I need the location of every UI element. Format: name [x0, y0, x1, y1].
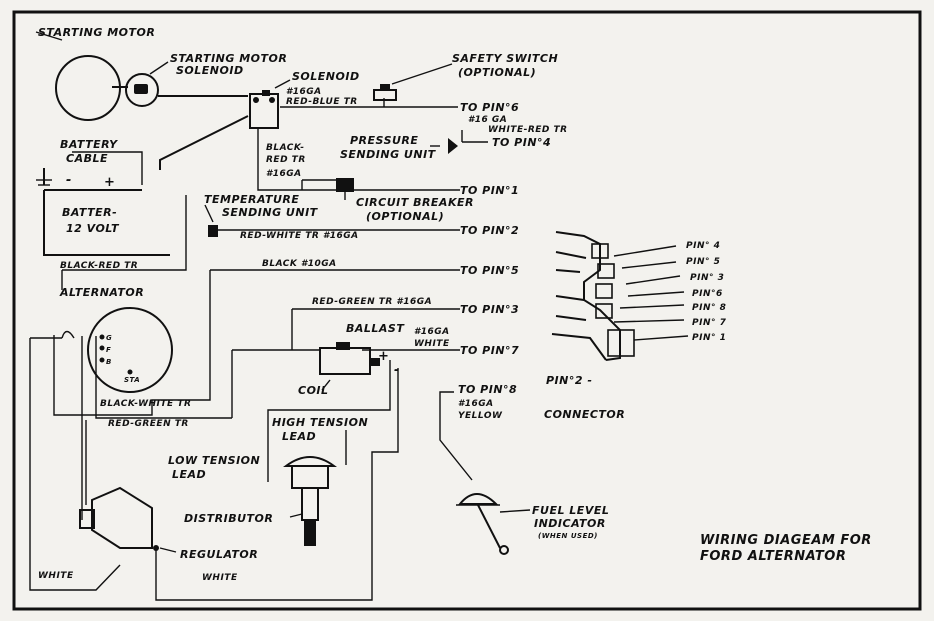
- label-battery-cable-2: CABLE: [66, 152, 108, 165]
- label-white-1: WHITE: [38, 571, 74, 581]
- label-red-blue: RED-BLUE TR: [286, 97, 358, 107]
- starting-motor-solenoid: [125, 61, 169, 107]
- connector-pin-label: PIN° 4: [686, 241, 720, 251]
- label-circuit-breaker-2: (OPTIONAL): [366, 210, 444, 223]
- battery: [36, 168, 170, 256]
- label-alternator: ALTERNATOR: [59, 286, 144, 299]
- label-white-red: WHITE-RED TR: [488, 125, 568, 135]
- label-ballast-white: WHITE: [414, 339, 450, 349]
- label-white-2: WHITE: [202, 573, 238, 583]
- distributor: [282, 456, 338, 546]
- label-to-pin-7: TO PIN°7: [460, 344, 519, 357]
- label-black-red-1: BLACK-: [266, 143, 305, 153]
- circuit-breaker: [336, 178, 354, 200]
- safety-switch: [373, 63, 453, 101]
- diagram-title-line-1: WIRING DIAGEAM FOR: [700, 533, 872, 548]
- label-battery-plus: +: [104, 175, 115, 190]
- connector-pin-label: PIN° 3: [690, 273, 724, 283]
- label-to-pin-2: TO PIN°2: [460, 224, 519, 237]
- label-yellow-gauge: #16GA: [458, 399, 494, 409]
- label-fuel-level-1: FUEL LEVEL: [532, 504, 609, 517]
- label-to-pin-8: TO PIN°8: [458, 383, 517, 396]
- label-to-pin-1: TO PIN°1: [460, 184, 519, 197]
- connector-block: [551, 231, 689, 361]
- pressure-sending-unit: [430, 138, 458, 154]
- label-to-pin-3: TO PIN°3: [460, 303, 519, 316]
- label-low-tension-2: LEAD: [172, 468, 206, 481]
- connector-pin-label: PIN° 1: [692, 333, 726, 343]
- solenoid: [249, 79, 291, 129]
- label-temp-sender-1: TEMPERATURE: [204, 193, 299, 206]
- wires: [29, 86, 501, 601]
- label-low-tension-1: LOW TENSION: [168, 454, 260, 467]
- label-temp-sender-2: SENDING UNIT: [222, 206, 319, 219]
- label-red-green-16: RED-GREEN TR #16GA: [312, 297, 432, 307]
- label-starting-motor-solenoid-2: SOLENOID: [176, 64, 244, 77]
- ballast-coil: [319, 342, 380, 391]
- label-high-tension-2: LEAD: [282, 430, 316, 443]
- label-pressure-2: SENDING UNIT: [340, 148, 437, 161]
- connector-pin-label: PIN°6: [692, 289, 723, 299]
- label-connector-pin: PIN°2 -: [546, 374, 592, 387]
- starting-motor: [35, 31, 121, 121]
- label-fuel-level-2: INDICATOR: [534, 517, 606, 530]
- label-to-pin-6: TO PIN°6: [460, 101, 519, 114]
- diagram-border: [12, 10, 922, 611]
- label-battery-minus: -: [66, 173, 72, 188]
- label-black-red-2: RED TR: [266, 155, 306, 165]
- label-connector: CONNECTOR: [544, 408, 625, 421]
- label-red-green-tr: RED-GREEN TR: [108, 419, 189, 429]
- diagram-title-line-2: FORD ALTERNATOR: [700, 549, 846, 564]
- label-coil: COIL: [298, 384, 329, 397]
- label-pressure-1: PRESSURE: [350, 134, 418, 147]
- label-fuel-level-3: (WHEN USED): [538, 532, 598, 540]
- label-black-white: BLACK-WHITE TR: [100, 399, 191, 409]
- temperature-sending-unit: [204, 204, 218, 237]
- label-battery-1: BATTER-: [62, 206, 117, 219]
- label-coil-plus: +: [378, 349, 389, 364]
- label-red-blue-gauge: #16GA: [286, 87, 322, 97]
- label-alt-sta: STA: [124, 376, 140, 384]
- label-battery-2: 12 VOLT: [66, 222, 120, 235]
- label-to-pin-5: TO PIN°5: [460, 264, 519, 277]
- connector-pin-label: PIN° 5: [686, 257, 720, 267]
- label-alt-f: F: [106, 346, 111, 354]
- label-starting-motor-solenoid-1: STARTING MOTOR: [170, 52, 287, 65]
- label-high-tension-1: HIGH TENSION: [272, 416, 368, 429]
- label-battery-cable-1: BATTERY: [60, 138, 118, 151]
- label-ballast-gauge: #16GA: [414, 327, 450, 337]
- connector-pin-label: PIN° 7: [692, 318, 727, 328]
- label-safety-switch-1: SAFETY SWITCH: [452, 52, 558, 65]
- label-distributor: DISTRIBUTOR: [184, 512, 273, 525]
- label-ballast: BALLAST: [346, 322, 405, 335]
- label-alt-b: B: [106, 358, 112, 366]
- regulator: [79, 486, 177, 553]
- label-regulator: REGULATOR: [180, 548, 258, 561]
- label-black-10: BLACK #10GA: [262, 259, 337, 269]
- label-red-white: RED-WHITE TR #16GA: [240, 231, 359, 241]
- label-circuit-breaker-1: CIRCUIT BREAKER: [356, 196, 474, 209]
- label-alt-g: G: [106, 334, 112, 342]
- labels: STARTING MOTOR STARTING MOTOR SOLENOID S…: [38, 26, 872, 583]
- label-coil-minus: -: [394, 363, 400, 378]
- label-yellow: YELLOW: [458, 411, 503, 421]
- label-safety-switch-2: (OPTIONAL): [458, 66, 536, 79]
- label-white-red-gauge: #16 GA: [468, 115, 507, 125]
- label-black-red-3: #16GA: [266, 169, 302, 179]
- connector-pin-label: PIN° 8: [692, 303, 726, 313]
- alternator: [61, 307, 173, 393]
- label-to-pin-4: TO PIN°4: [492, 136, 551, 149]
- label-solenoid: SOLENOID: [292, 70, 360, 83]
- fuel-level-indicator: [456, 493, 531, 555]
- label-starting-motor: STARTING MOTOR: [38, 26, 155, 39]
- label-black-red-tr: BLACK-RED TR: [60, 261, 138, 271]
